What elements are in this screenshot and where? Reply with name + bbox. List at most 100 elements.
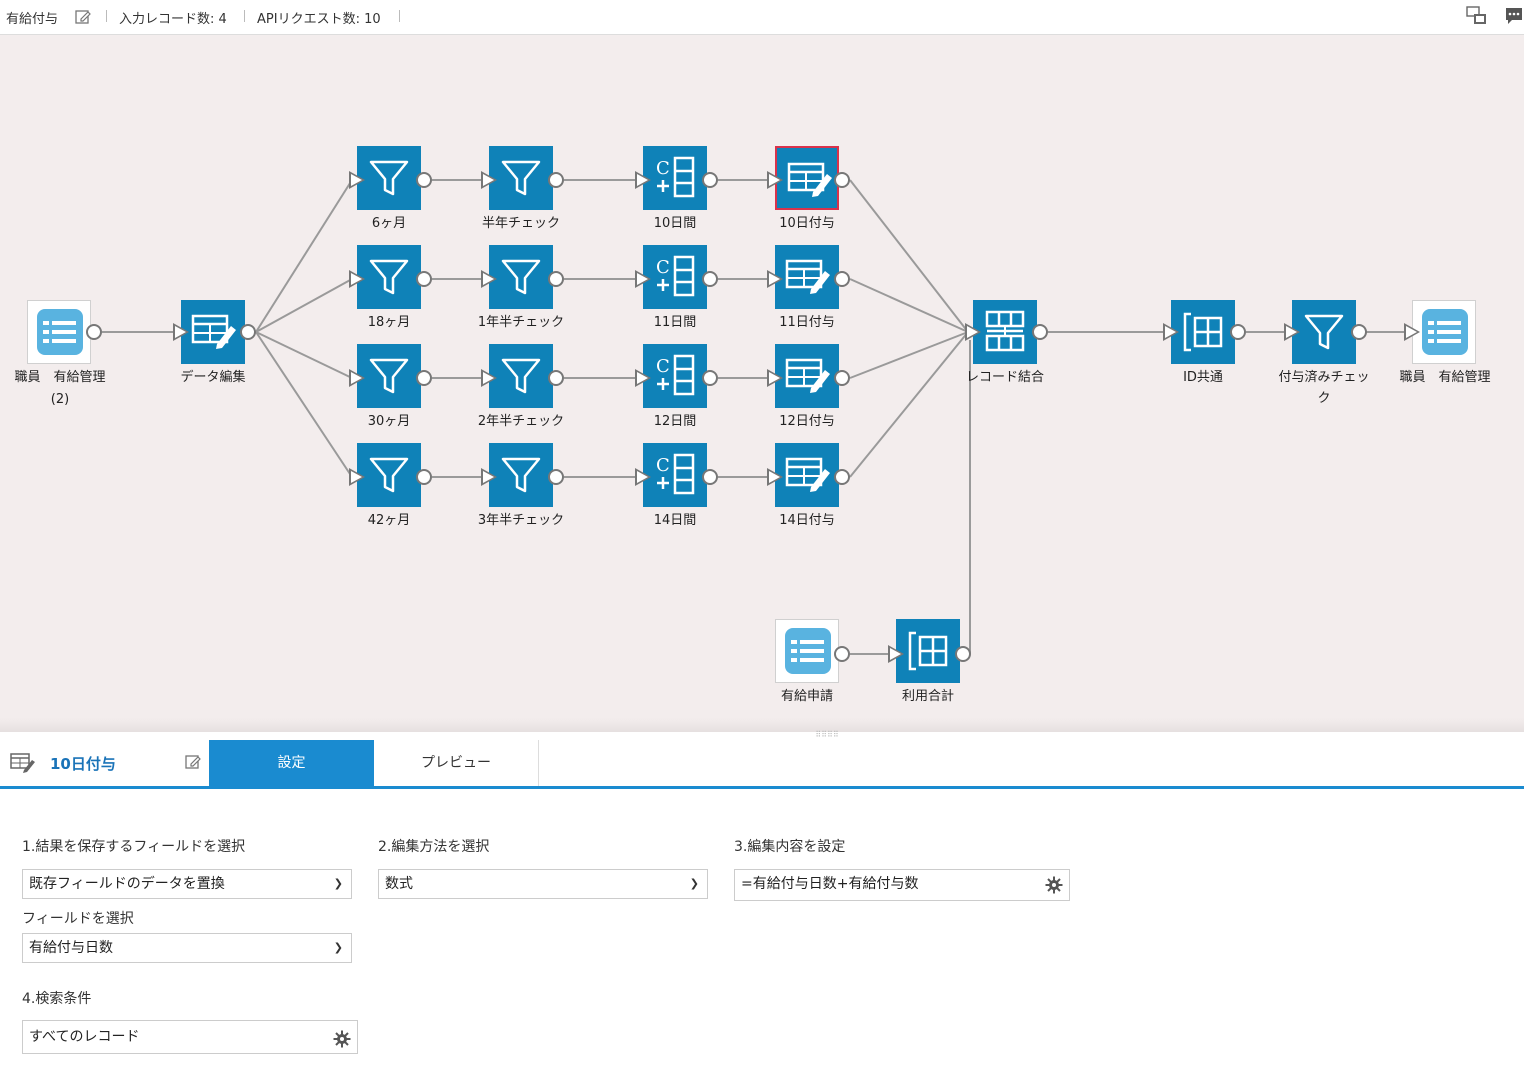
node-label: ID共通 [1183, 370, 1223, 385]
output-port[interactable] [548, 469, 564, 485]
edit-method-value: 数式 [385, 876, 413, 892]
output-port[interactable] [955, 646, 971, 662]
input-record-count: 入力レコード数: 4 [119, 12, 227, 27]
save-field-select[interactable]: 既存フィールドのデータを置換 ❯ [22, 869, 352, 899]
input-port[interactable] [173, 323, 189, 341]
node-record-merge[interactable] [973, 300, 1037, 364]
gear-icon[interactable] [333, 1028, 351, 1048]
layout-icon[interactable] [1466, 6, 1488, 30]
output-port[interactable] [1230, 324, 1246, 340]
calc-node[interactable]: C [643, 344, 707, 408]
input-port[interactable] [349, 270, 365, 288]
node-dest-staff-leave[interactable] [1412, 300, 1476, 364]
search-condition-input[interactable]: すべてのレコード [22, 1020, 358, 1054]
filter-node[interactable] [357, 146, 421, 210]
input-port[interactable] [481, 171, 497, 189]
input-port[interactable] [635, 171, 651, 189]
output-port[interactable] [702, 271, 718, 287]
output-port[interactable] [416, 271, 432, 287]
step4-label: 4.検索条件 [22, 991, 92, 1007]
node-label: 職員 有給管理 [14, 370, 106, 385]
output-port[interactable] [834, 172, 850, 188]
gear-icon[interactable] [1045, 876, 1063, 894]
node-label: 11日間 [653, 315, 697, 330]
output-port[interactable] [416, 172, 432, 188]
edit-node[interactable] [775, 146, 839, 210]
edit-node-name-icon[interactable] [184, 753, 202, 775]
input-port[interactable] [888, 645, 904, 663]
input-port[interactable] [481, 369, 497, 387]
node-label: 3年半チェック [477, 513, 565, 528]
check-filter-node[interactable] [489, 245, 553, 309]
input-port[interactable] [767, 270, 783, 288]
output-port[interactable] [834, 271, 850, 287]
save-field-select-value: 既存フィールドのデータを置換 [29, 876, 225, 892]
output-port[interactable] [702, 469, 718, 485]
output-port[interactable] [1351, 324, 1367, 340]
output-port[interactable] [834, 469, 850, 485]
input-port[interactable] [635, 270, 651, 288]
edit-title-icon[interactable] [74, 8, 92, 30]
edit-node[interactable] [775, 443, 839, 507]
field-select-label: フィールドを選択 [22, 911, 134, 927]
input-port[interactable] [767, 369, 783, 387]
input-port[interactable] [349, 369, 365, 387]
node-usage-total[interactable] [896, 619, 960, 683]
output-port[interactable] [702, 172, 718, 188]
input-port[interactable] [1284, 323, 1300, 341]
node-id-common[interactable] [1171, 300, 1235, 364]
filter-node[interactable] [357, 443, 421, 507]
output-port[interactable] [86, 324, 102, 340]
check-filter-node[interactable] [489, 344, 553, 408]
input-port[interactable] [635, 369, 651, 387]
input-port[interactable] [767, 468, 783, 486]
output-port[interactable] [548, 172, 564, 188]
node-label: レコード結合 [965, 370, 1044, 385]
output-port[interactable] [416, 370, 432, 386]
input-port[interactable] [481, 468, 497, 486]
resize-handle[interactable]: ⠿⠿⠿⠿ [815, 730, 839, 739]
input-port[interactable] [767, 171, 783, 189]
node-granted-check[interactable] [1292, 300, 1356, 364]
edit-node[interactable] [775, 245, 839, 309]
filter-node[interactable] [357, 245, 421, 309]
output-port[interactable] [548, 271, 564, 287]
input-port[interactable] [349, 468, 365, 486]
node-data-edit[interactable] [181, 300, 245, 364]
output-port[interactable] [548, 370, 564, 386]
edit-method-select[interactable]: 数式 ❯ [378, 869, 708, 899]
input-port[interactable] [349, 171, 365, 189]
node-label: 有給申請 [780, 689, 833, 704]
node-label: 10日間 [653, 216, 697, 231]
svg-text:C: C [656, 455, 670, 476]
calc-node[interactable]: C [643, 245, 707, 309]
node-leave-request[interactable] [775, 619, 839, 683]
formula-input[interactable]: =有給付与日数+有給付与数 [734, 869, 1070, 901]
search-condition-value: すべてのレコード [29, 1029, 140, 1045]
calc-node[interactable]: C [643, 146, 707, 210]
tab-preview[interactable]: プレビュー [374, 740, 539, 786]
field-select[interactable]: 有給付与日数 ❯ [22, 933, 352, 963]
output-port[interactable] [834, 370, 850, 386]
filter-node[interactable] [357, 344, 421, 408]
node-label: 2年半チェック [477, 414, 565, 429]
output-port[interactable] [416, 469, 432, 485]
flow-canvas[interactable] [0, 35, 1524, 725]
calc-node[interactable]: C [643, 443, 707, 507]
comment-icon[interactable] [1504, 6, 1524, 30]
output-port[interactable] [240, 324, 256, 340]
tab-settings[interactable]: 設定 [209, 740, 374, 786]
check-filter-node[interactable] [489, 146, 553, 210]
node-label: 14日付与 [779, 513, 835, 528]
input-port[interactable] [635, 468, 651, 486]
input-port[interactable] [1163, 323, 1179, 341]
edit-node[interactable] [775, 344, 839, 408]
input-port[interactable] [1404, 323, 1420, 341]
node-source-staff-leave[interactable] [27, 300, 91, 364]
output-port[interactable] [702, 370, 718, 386]
check-filter-node[interactable] [489, 443, 553, 507]
output-port[interactable] [1032, 324, 1048, 340]
output-port[interactable] [834, 646, 850, 662]
input-port[interactable] [965, 323, 981, 341]
input-port[interactable] [481, 270, 497, 288]
